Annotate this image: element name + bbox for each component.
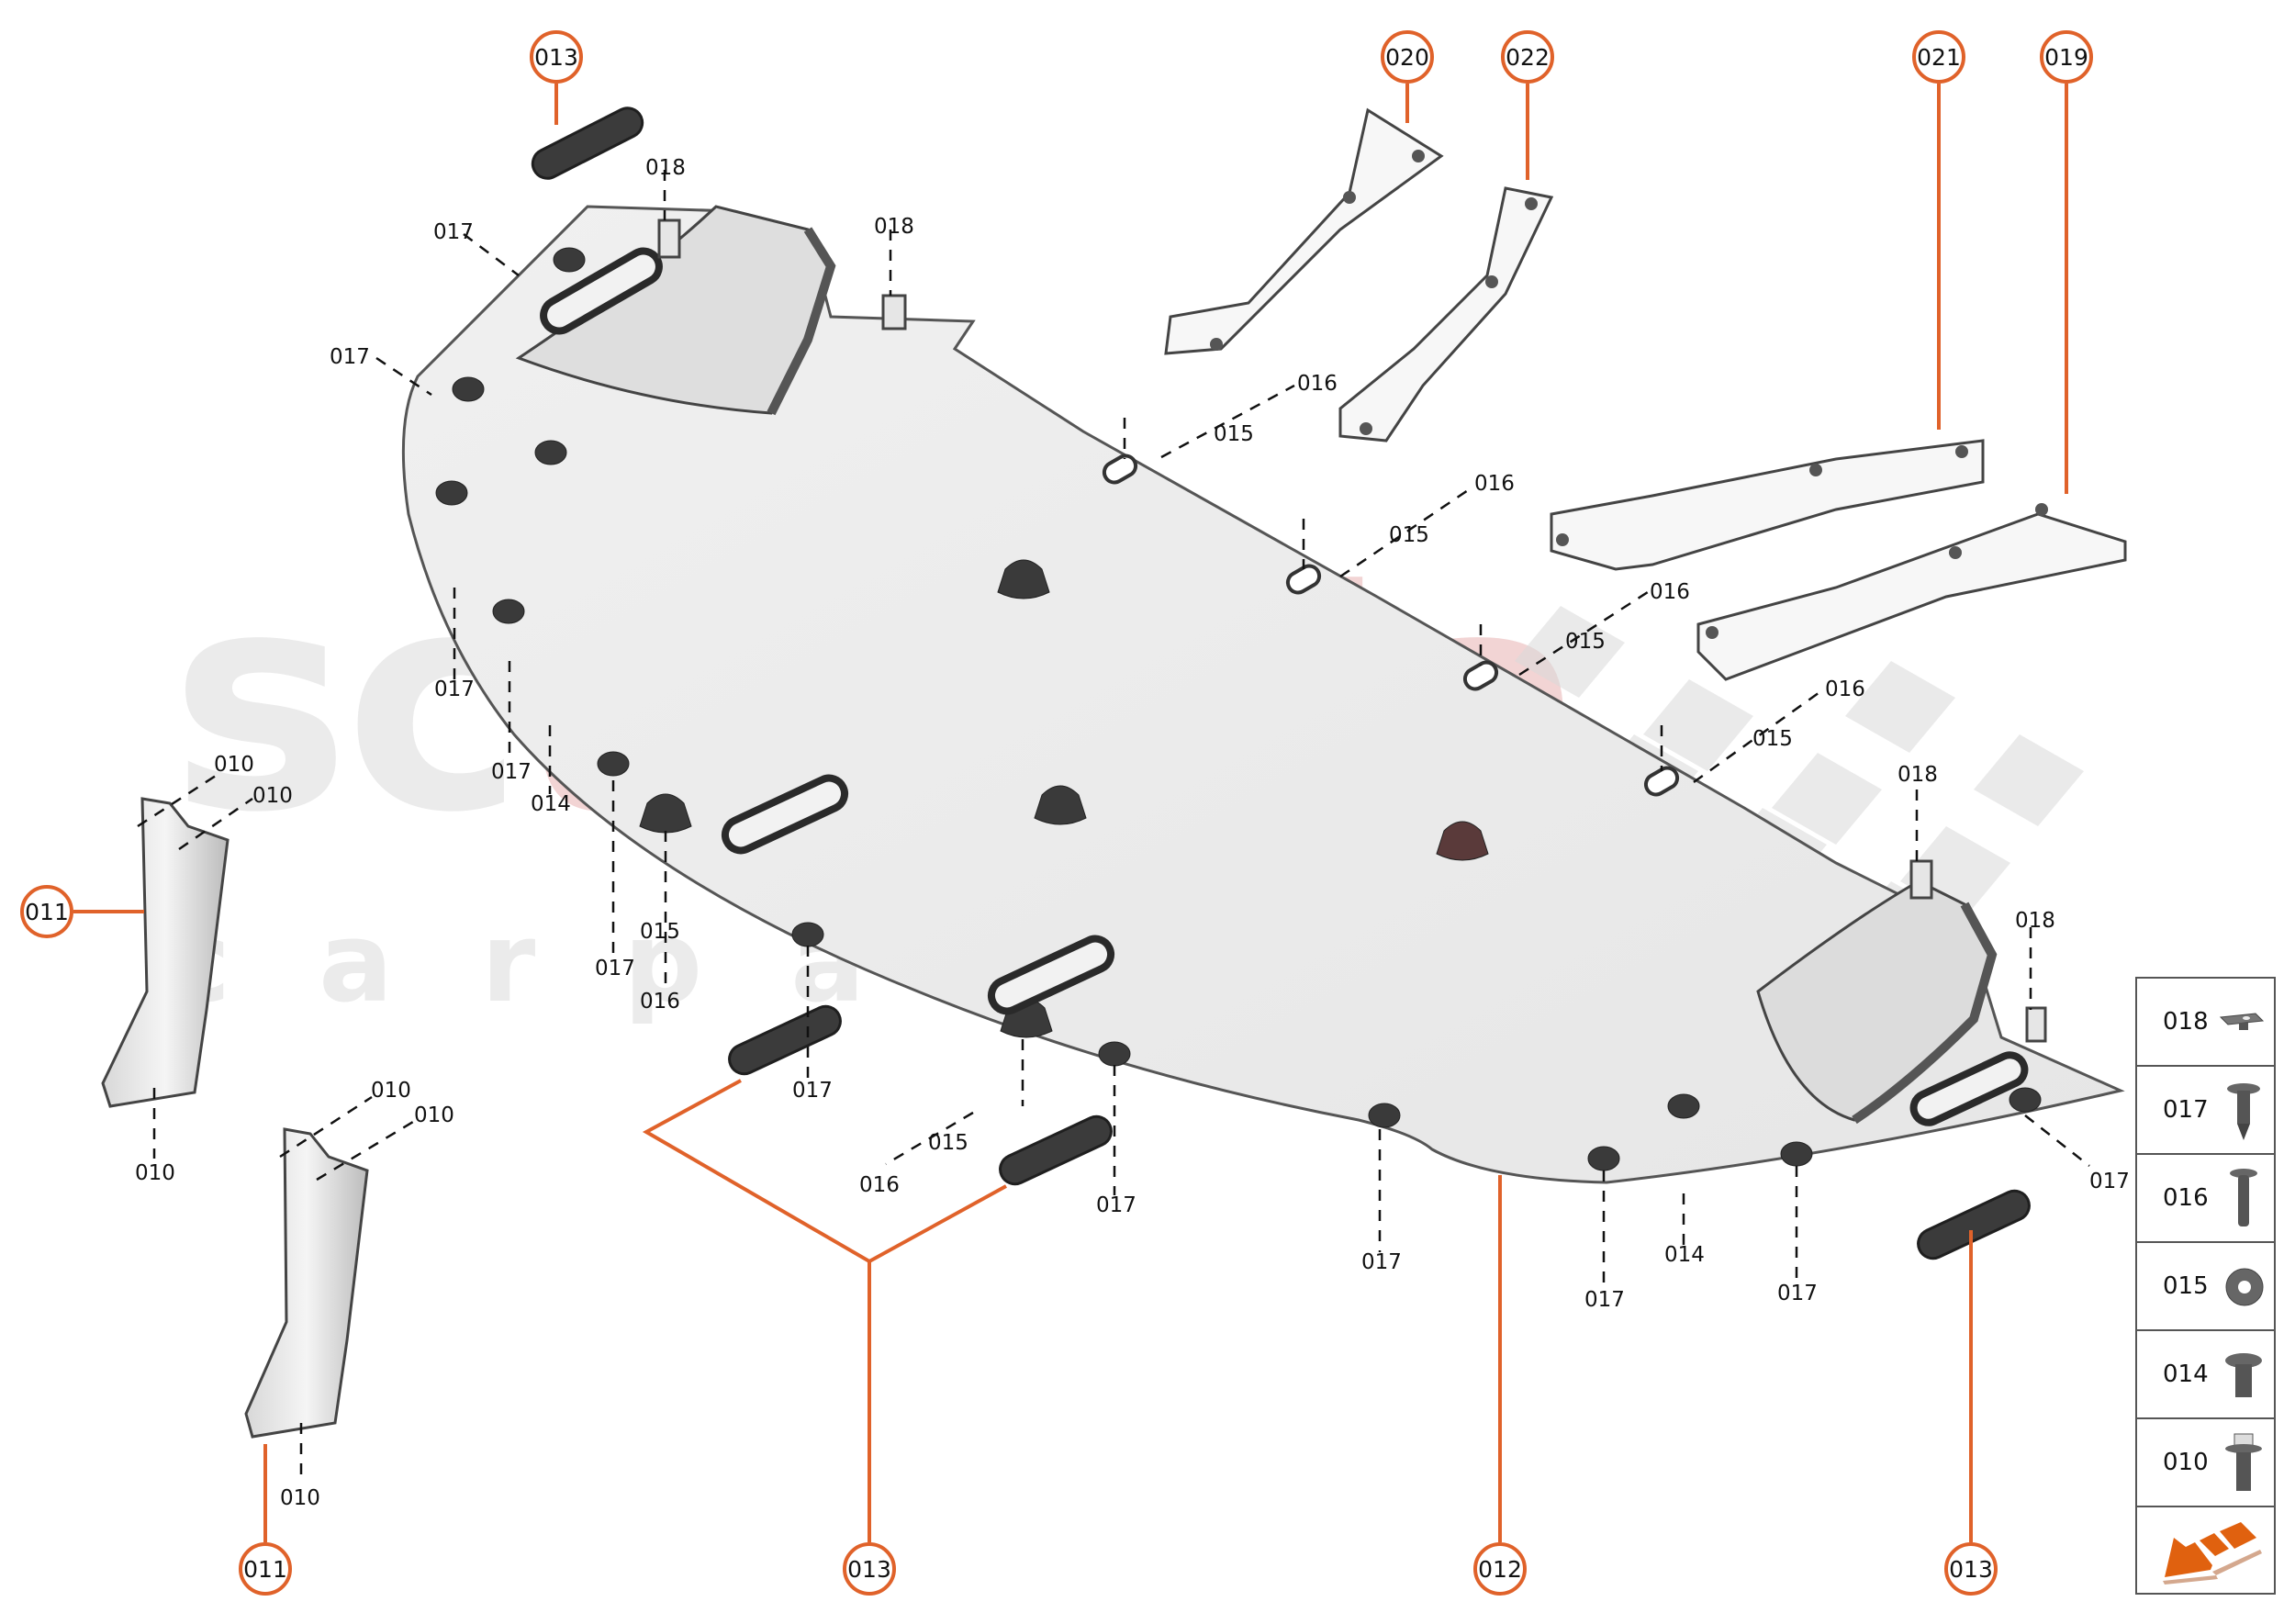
legend-row-018[interactable]: 018 — [2137, 979, 2274, 1067]
legend-row-direction — [2137, 1507, 2274, 1596]
part-label[interactable]: 017 — [434, 678, 475, 701]
part-label[interactable]: 016 — [1650, 580, 1690, 604]
bracket-studs — [1210, 150, 2048, 639]
part-label[interactable]: 010 — [135, 1161, 175, 1185]
callout-013-bottom[interactable]: 013 — [843, 1542, 896, 1596]
callout-020[interactable]: 020 — [1381, 30, 1434, 84]
fastener-legend: 018 017 016 015 014 01 — [2135, 977, 2276, 1595]
callout-012[interactable]: 012 — [1473, 1542, 1527, 1596]
part-label[interactable]: 016 — [1297, 372, 1338, 396]
part-label[interactable]: 017 — [1096, 1193, 1136, 1217]
part-label[interactable]: 017 — [2089, 1170, 2130, 1193]
part-label[interactable]: 018 — [1898, 763, 1938, 787]
callout-011-left[interactable]: 011 — [20, 885, 73, 938]
upper-brackets — [1164, 107, 2127, 681]
undertray-panel — [401, 205, 2125, 1184]
part-label[interactable]: 010 — [214, 753, 254, 777]
callout-013-right[interactable]: 013 — [1944, 1542, 1998, 1596]
direction-arrow-icon — [2163, 1522, 2262, 1585]
part-label[interactable]: 016 — [640, 990, 680, 1014]
part-label[interactable]: 017 — [330, 345, 370, 369]
callout-021[interactable]: 021 — [1912, 30, 1965, 84]
callout-leaders — [73, 84, 2068, 1542]
part-label[interactable]: 015 — [1752, 727, 1793, 751]
loose-slot-pads — [531, 106, 2031, 1260]
callout-022[interactable]: 022 — [1501, 30, 1554, 84]
part-label[interactable]: 018 — [2015, 909, 2055, 933]
part-label[interactable]: 010 — [371, 1079, 411, 1103]
callout-019[interactable]: 019 — [2040, 30, 2093, 84]
legend-row-016[interactable]: 016 — [2137, 1155, 2274, 1243]
part-label[interactable]: 017 — [1361, 1250, 1402, 1274]
speed-nut-clips — [657, 218, 2047, 1043]
part-label[interactable]: 014 — [1664, 1243, 1705, 1267]
long-bolt-icon — [2230, 1169, 2257, 1226]
part-label[interactable]: 010 — [280, 1486, 320, 1510]
legend-row-017[interactable]: 017 — [2137, 1067, 2274, 1155]
part-label[interactable]: 017 — [792, 1079, 833, 1103]
part-label[interactable]: 015 — [640, 920, 680, 944]
part-label[interactable]: 018 — [645, 156, 686, 180]
part-label[interactable]: 015 — [1565, 630, 1606, 654]
part-label[interactable]: 015 — [928, 1131, 968, 1155]
part-label[interactable]: 016 — [1825, 678, 1865, 701]
part-label[interactable]: 015 — [1214, 422, 1254, 446]
part-label[interactable]: 015 — [1389, 523, 1429, 547]
part-label[interactable]: 014 — [531, 792, 571, 816]
hex-flange-bolt-icon — [2225, 1433, 2262, 1491]
part-label[interactable]: 017 — [595, 957, 635, 980]
part-label[interactable]: 016 — [1474, 472, 1515, 496]
panel-grommets — [435, 247, 2042, 1171]
legend-row-015[interactable]: 015 — [2137, 1243, 2274, 1331]
self-tapping-screw-icon — [2227, 1083, 2260, 1140]
legend-row-010[interactable]: 010 — [2137, 1419, 2274, 1507]
speed-nut-clip-icon — [2219, 1013, 2265, 1030]
flange-screw-icon — [2225, 1353, 2262, 1397]
callout-013-top[interactable]: 013 — [530, 30, 583, 84]
part-label[interactable]: 017 — [433, 220, 474, 244]
panel-slot-pads — [540, 247, 2029, 1126]
side-brackets — [101, 797, 369, 1439]
callout-011-bottom[interactable]: 011 — [239, 1542, 292, 1596]
part-leaders — [137, 170, 2090, 1483]
part-label[interactable]: 010 — [414, 1103, 454, 1127]
edge-keyholes — [1102, 454, 1680, 797]
part-label[interactable]: 017 — [1584, 1288, 1625, 1312]
legend-row-014[interactable]: 014 — [2137, 1331, 2274, 1419]
part-label[interactable]: 018 — [874, 215, 914, 239]
part-label[interactable]: 017 — [1777, 1282, 1818, 1305]
flat-washer-icon — [2225, 1268, 2264, 1306]
part-label[interactable]: 017 — [491, 760, 532, 784]
part-label[interactable]: 010 — [252, 784, 293, 808]
part-label[interactable]: 016 — [859, 1173, 900, 1197]
